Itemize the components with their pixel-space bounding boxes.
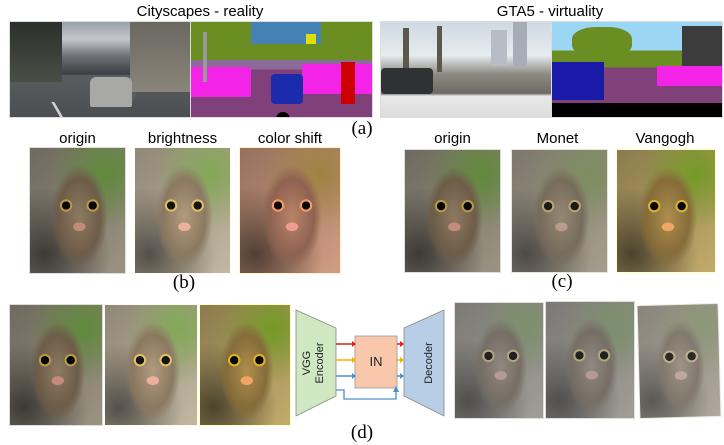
cityscapes-title: Cityscapes - reality (136, 3, 264, 20)
cat-origin-b (30, 148, 125, 273)
gta5-render-photo (381, 22, 551, 117)
caption-c: (c) (551, 271, 573, 292)
cat-d-input-2 (105, 305, 197, 425)
decoder-trapezoid (403, 309, 445, 417)
gta5-segmentation-map (552, 22, 722, 117)
cat-monet (512, 150, 607, 272)
cat-d-output-1 (455, 303, 543, 418)
in-to-decoder-arrows (397, 341, 404, 379)
label-monet: Monet (536, 130, 579, 147)
encoder-label-line2: Encoder (314, 342, 326, 383)
skip-connection-arrow (336, 386, 399, 400)
cityscapes-segmentation-map (191, 22, 372, 117)
cityscapes-real-photo (10, 22, 190, 117)
gta5-title: GTA5 - virtuality (496, 3, 604, 20)
label-color-shift: color shift (257, 130, 323, 147)
vgg-in-decoder-diagram: VGG Encoder IN Decoder (295, 309, 445, 417)
cat-brightness (135, 148, 230, 273)
cat-color-shift (240, 148, 340, 273)
cat-vangogh (617, 150, 715, 272)
in-block (354, 335, 398, 389)
cat-d-output-2 (546, 302, 634, 418)
cat-d-input-1 (10, 305, 102, 425)
label-origin-c: origin (434, 130, 471, 147)
encoder-trapezoid (295, 309, 337, 417)
encoder-to-in-arrows (336, 341, 356, 379)
caption-d: (d) (350, 422, 374, 443)
caption-a: (a) (351, 118, 373, 139)
encoder-label-line1: VGG (301, 351, 313, 375)
cat-d-input-3 (200, 305, 290, 425)
label-origin-b: origin (59, 130, 96, 147)
caption-b: (b) (172, 272, 196, 293)
label-vangogh: Vangogh (635, 130, 695, 147)
label-brightness: brightness (147, 130, 218, 147)
cat-d-output-3 (637, 303, 721, 419)
decoder-label: Decoder (423, 342, 435, 384)
cat-origin-c (405, 150, 500, 272)
in-label: IN (370, 354, 383, 369)
